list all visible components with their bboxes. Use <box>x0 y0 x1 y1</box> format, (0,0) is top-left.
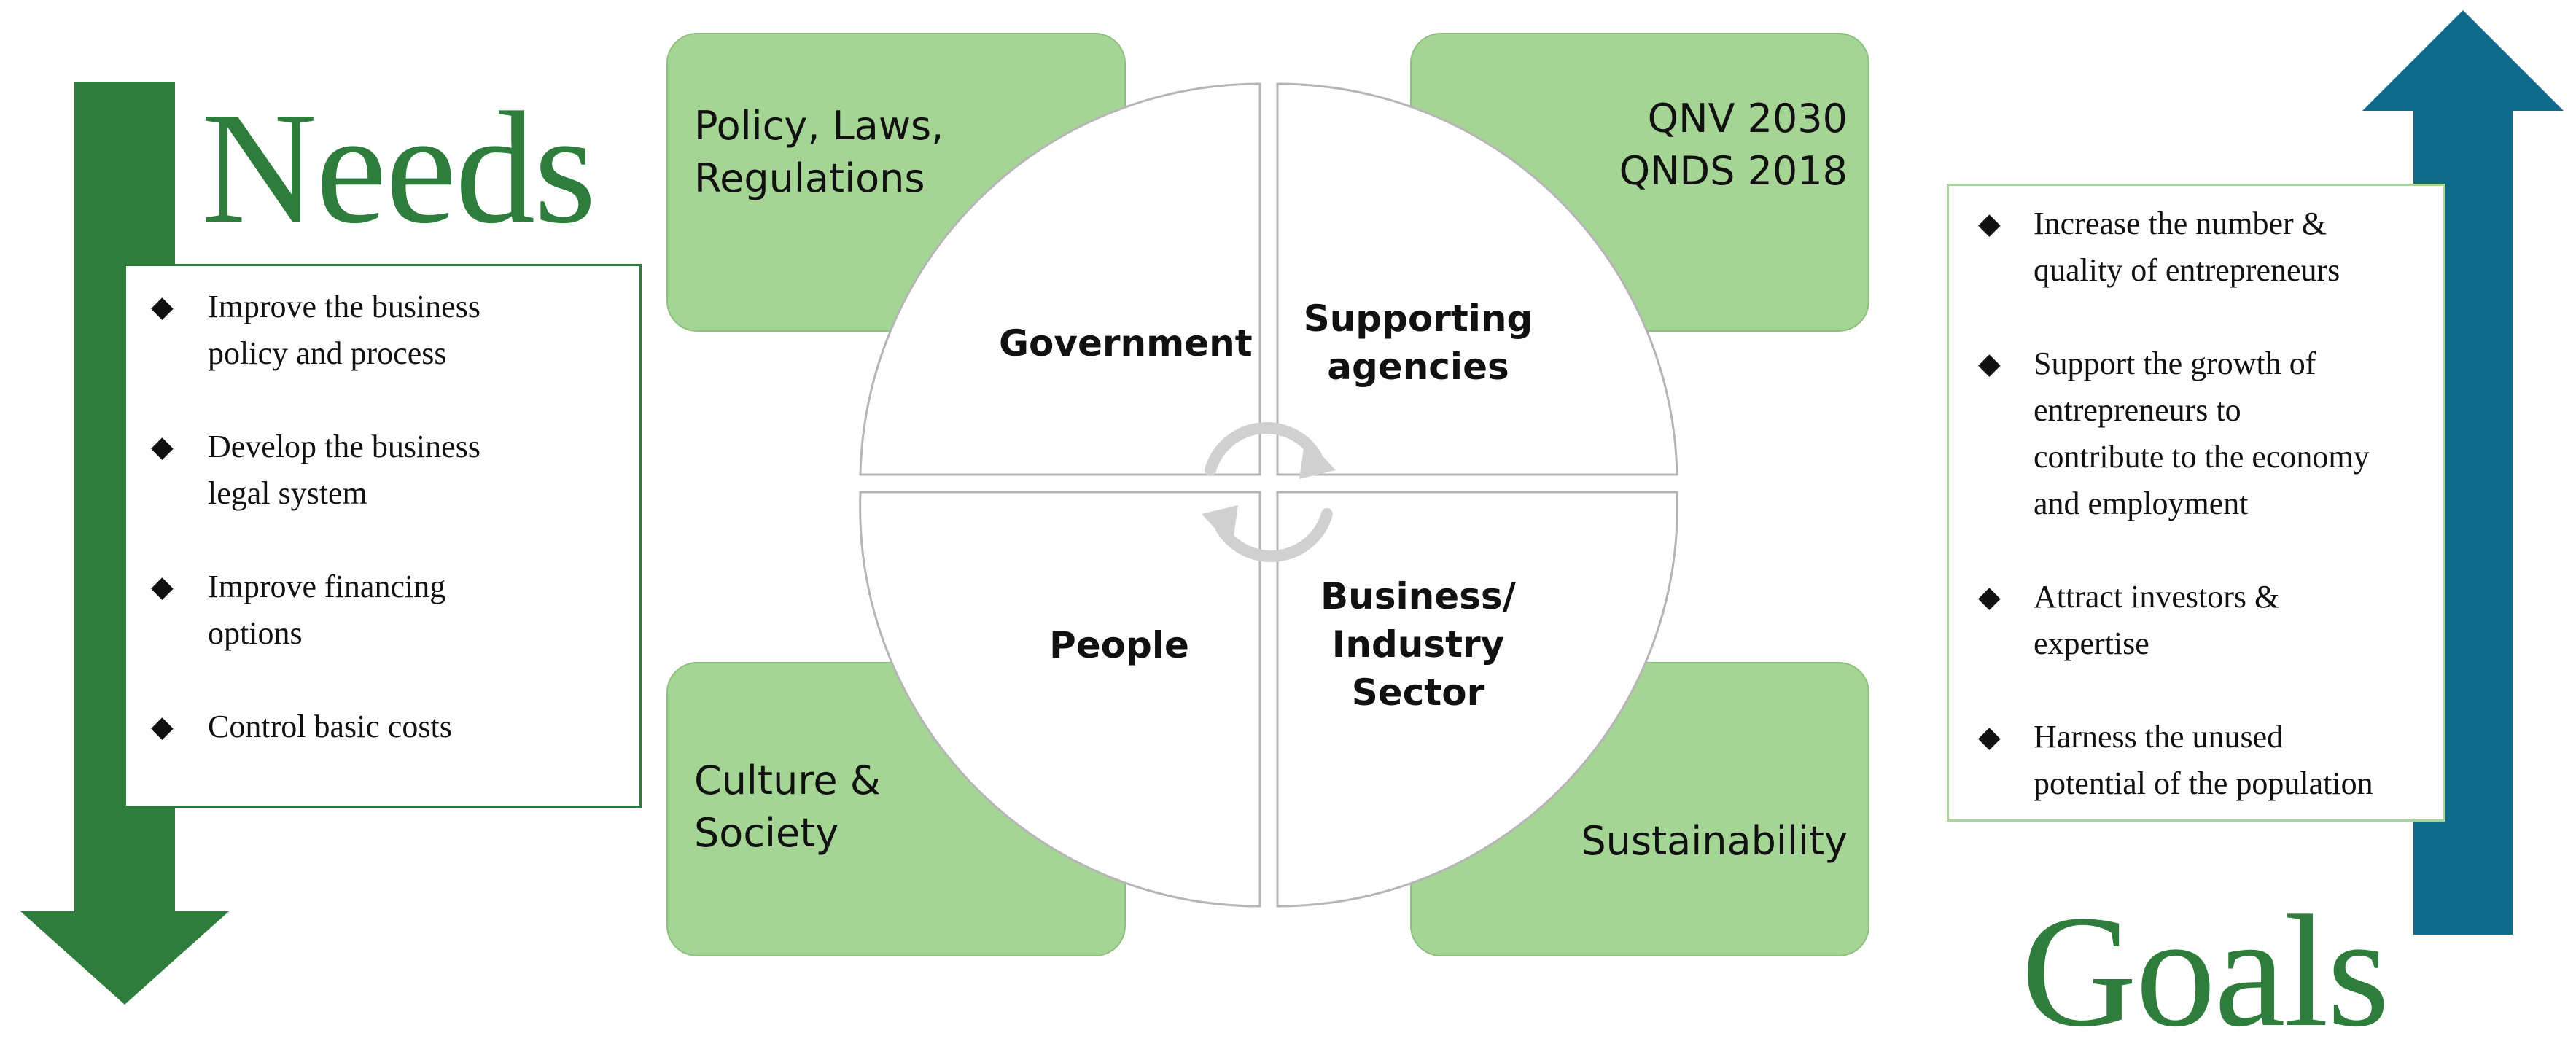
goals-item-line: Attract investors & <box>2034 579 2280 615</box>
corner-label: QNV 2030 QNDS 2018 <box>1619 93 1848 198</box>
corner-label-line: QNDS 2018 <box>1619 148 1848 194</box>
bullet-diamond-icon: ◆ <box>1978 347 2001 380</box>
goals-item-line: Support the growth of <box>2034 346 2316 381</box>
goals-item-line: Harness the unused <box>2034 719 2284 755</box>
needs-item-line: policy and process <box>208 335 447 371</box>
corner-label-line: Sustainability <box>1581 818 1848 864</box>
corner-label-line: Society <box>694 810 839 856</box>
goals-title: Goals <box>2021 882 2389 1060</box>
ecosystem-circle <box>859 82 1678 908</box>
corner-label-line: Regulations <box>694 155 925 201</box>
needs-item: ◆ Control basic costs <box>151 704 625 750</box>
goals-item-line: Increase the number & <box>2034 206 2327 241</box>
bullet-diamond-icon: ◆ <box>1978 207 2001 240</box>
bullet-diamond-icon: ◆ <box>151 710 174 743</box>
quadrant-label-supporting: Supporting agencies <box>1298 295 1538 391</box>
bullet-diamond-icon: ◆ <box>1978 720 2001 753</box>
goals-item-line: entrepreneurs to <box>2034 392 2241 428</box>
quadrant-business <box>1276 491 1678 908</box>
needs-item-line: Improve financing <box>208 569 446 604</box>
bullet-diamond-icon: ◆ <box>151 430 174 463</box>
corner-label-line: Culture & <box>694 757 881 803</box>
goals-item: ◆ Harness the unused potential of the po… <box>1978 714 2432 807</box>
goals-item-line: potential of the population <box>2034 765 2373 801</box>
goals-item: ◆ Attract investors & expertise <box>1978 574 2432 667</box>
quadrant-label-line: People <box>1049 624 1189 666</box>
quadrant-label-line: Industry <box>1331 623 1505 666</box>
bullet-diamond-icon: ◆ <box>151 570 174 603</box>
quadrant-label-line: Business/ <box>1320 575 1516 617</box>
goals-item-line: and employment <box>2034 486 2249 521</box>
quadrant-label-line: Sector <box>1351 671 1485 714</box>
cycle-arrows-icon <box>1205 422 1333 562</box>
bullet-diamond-icon: ◆ <box>151 290 174 323</box>
goals-item-line: quality of entrepreneurs <box>2034 252 2340 288</box>
quadrant-label-people: People <box>999 621 1240 669</box>
needs-item-line: Improve the business <box>208 289 480 324</box>
quadrant-government <box>859 82 1261 476</box>
needs-title: Needs <box>201 79 596 257</box>
corner-label: Policy, Laws, Regulations <box>694 100 943 205</box>
goals-up-arrow-icon <box>2362 10 2564 935</box>
needs-item-line: Control basic costs <box>208 709 452 744</box>
quadrant-label-line: Supporting <box>1303 297 1533 340</box>
quadrant-people <box>859 491 1261 908</box>
goals-list-box: ◆ Increase the number & quality of entre… <box>1947 184 2445 822</box>
bullet-diamond-icon: ◆ <box>1978 580 2001 613</box>
corner-label-line: Policy, Laws, <box>694 103 944 149</box>
quadrant-label-line: agencies <box>1327 346 1509 388</box>
needs-item: ◆ Improve the business policy and proces… <box>151 284 625 377</box>
corner-label-line: QNV 2030 <box>1647 96 1848 141</box>
needs-list-box: ◆ Improve the business policy and proces… <box>124 264 642 808</box>
quadrant-label-line: Government <box>999 322 1253 365</box>
needs-item: ◆ Improve financing options <box>151 564 625 657</box>
goals-item: ◆ Increase the number & quality of entre… <box>1978 200 2432 294</box>
needs-item-line: Develop the business <box>208 429 480 464</box>
goals-item: ◆ Support the growth of entrepreneurs to… <box>1978 340 2432 527</box>
needs-item: ◆ Develop the business legal system <box>151 424 625 517</box>
quadrant-label-business: Business/ Industry Sector <box>1298 572 1538 717</box>
needs-item-line: options <box>208 615 303 651</box>
goals-item-line: contribute to the economy <box>2034 439 2370 475</box>
quadrant-supporting-agencies <box>1276 82 1678 476</box>
goals-item-line: expertise <box>2034 626 2149 661</box>
quadrant-label-government: Government <box>999 319 1253 367</box>
corner-label: Sustainability <box>1581 815 1848 868</box>
corner-label: Culture & Society <box>694 755 881 860</box>
needs-item-line: legal system <box>208 475 367 511</box>
